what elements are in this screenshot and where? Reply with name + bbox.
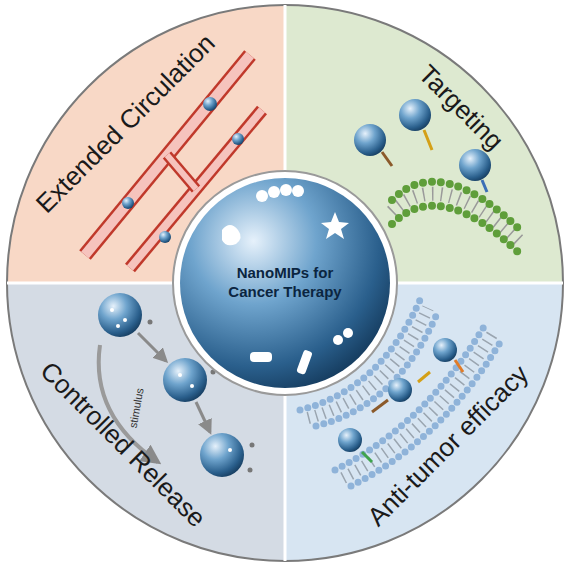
illustration-part xyxy=(250,352,272,362)
illustration-part xyxy=(248,468,253,473)
illustration-part xyxy=(123,318,127,322)
outer-ring xyxy=(7,5,563,561)
illustration-part xyxy=(159,231,171,243)
illustration-part xyxy=(110,308,114,312)
illustration-part xyxy=(354,124,386,156)
illustration-part xyxy=(392,206,520,254)
illustration-part xyxy=(392,182,520,230)
illustration-part xyxy=(333,335,343,345)
illustration-part xyxy=(482,180,487,192)
illustration-part xyxy=(196,402,210,432)
illustration-part xyxy=(167,155,196,189)
illustration-part xyxy=(256,190,268,202)
illustration-part xyxy=(228,448,232,452)
illustration-part xyxy=(232,133,244,145)
illustration-part xyxy=(222,225,241,245)
illustration-part xyxy=(455,360,463,372)
illustration-part xyxy=(180,178,390,388)
illustration-part xyxy=(98,293,142,337)
central-sphere xyxy=(173,171,397,395)
illustration-part xyxy=(292,185,304,197)
illustration-part xyxy=(382,152,392,166)
illustration-part xyxy=(399,99,431,131)
illustration-part xyxy=(173,171,397,395)
illustration-part xyxy=(343,328,353,338)
center-title: NanoMIPs for Cancer Therapy xyxy=(215,264,355,302)
illustration-part xyxy=(418,372,430,382)
illustration-part xyxy=(116,324,120,328)
illustration-part xyxy=(200,433,244,477)
illustration-part xyxy=(280,184,292,196)
illustration-part xyxy=(148,320,153,325)
illustration-part xyxy=(167,155,196,189)
illustration-part xyxy=(321,212,349,239)
illustration-part xyxy=(338,428,362,452)
quadrants xyxy=(7,5,563,561)
illustration-part xyxy=(138,333,166,361)
center-sphere: NanoMIPs for Cancer Therapy xyxy=(185,183,385,383)
illustration-part xyxy=(362,452,372,462)
illustration-part xyxy=(296,349,313,375)
illustration-part xyxy=(178,373,182,377)
illustration-part xyxy=(163,358,207,402)
illustration-part xyxy=(433,338,457,362)
illustration-part xyxy=(190,384,194,388)
illustration-part xyxy=(388,378,412,402)
illustration-part xyxy=(250,443,255,448)
illustration-part xyxy=(424,130,432,150)
illustration-part xyxy=(268,186,280,198)
illustration-part xyxy=(203,97,217,111)
illustration-part xyxy=(122,197,134,209)
illustration-part xyxy=(372,400,388,412)
